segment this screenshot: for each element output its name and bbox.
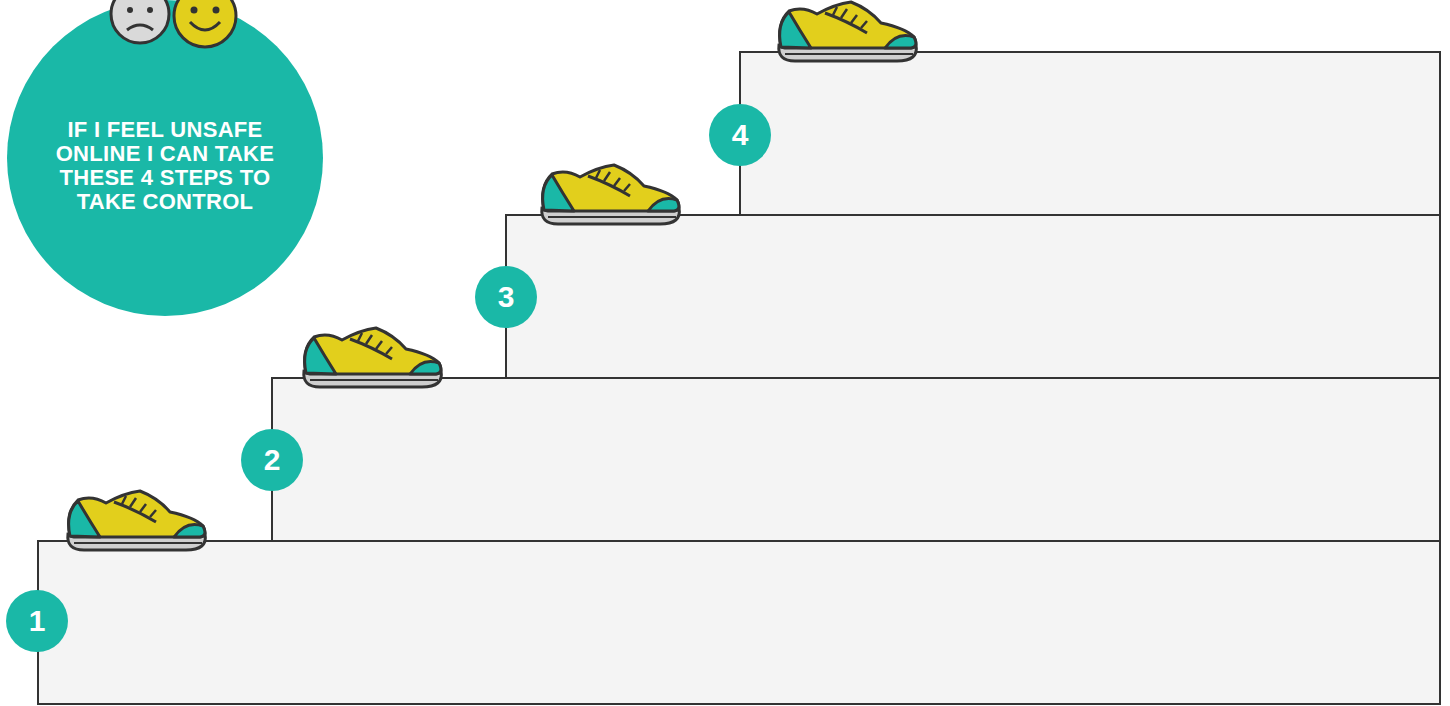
shoe [68,491,206,550]
step-1 [38,541,1440,704]
shoe [542,165,680,224]
step-number-text: 1 [29,606,46,636]
step-3 [506,215,1440,378]
step-number-text: 4 [732,120,749,150]
step-number: 4 [709,104,771,166]
info-bubble-text: IF I FEEL UNSAFE ONLINE I CAN TAKE THESE… [29,118,301,214]
step-number: 3 [475,266,537,328]
shoe [304,328,442,387]
step-number: 1 [6,590,68,652]
shoe [779,2,917,61]
info-bubble: IF I FEEL UNSAFE ONLINE I CAN TAKE THESE… [7,0,323,316]
step-2 [272,378,1440,541]
step-number-text: 3 [498,282,515,312]
step-4 [740,52,1440,215]
step-number-text: 2 [264,445,281,475]
step-number: 2 [241,429,303,491]
